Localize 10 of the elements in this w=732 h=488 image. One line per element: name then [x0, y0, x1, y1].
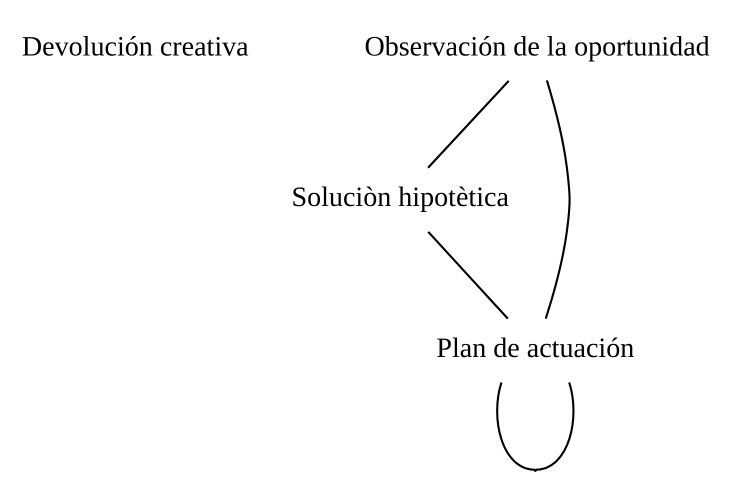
node-text: Soluciòn hipotètica: [291, 182, 509, 214]
label: Devolución creativa: [22, 31, 249, 62]
connector: [427, 231, 509, 320]
node-point: [534, 468, 537, 472]
connector: [427, 80, 510, 168]
node-text: Plan de actuación: [436, 333, 634, 364]
connector: [544, 80, 571, 319]
connector: [496, 382, 535, 471]
connector: [536, 382, 575, 471]
node-text: Observación de la oportunidad: [364, 31, 710, 62]
